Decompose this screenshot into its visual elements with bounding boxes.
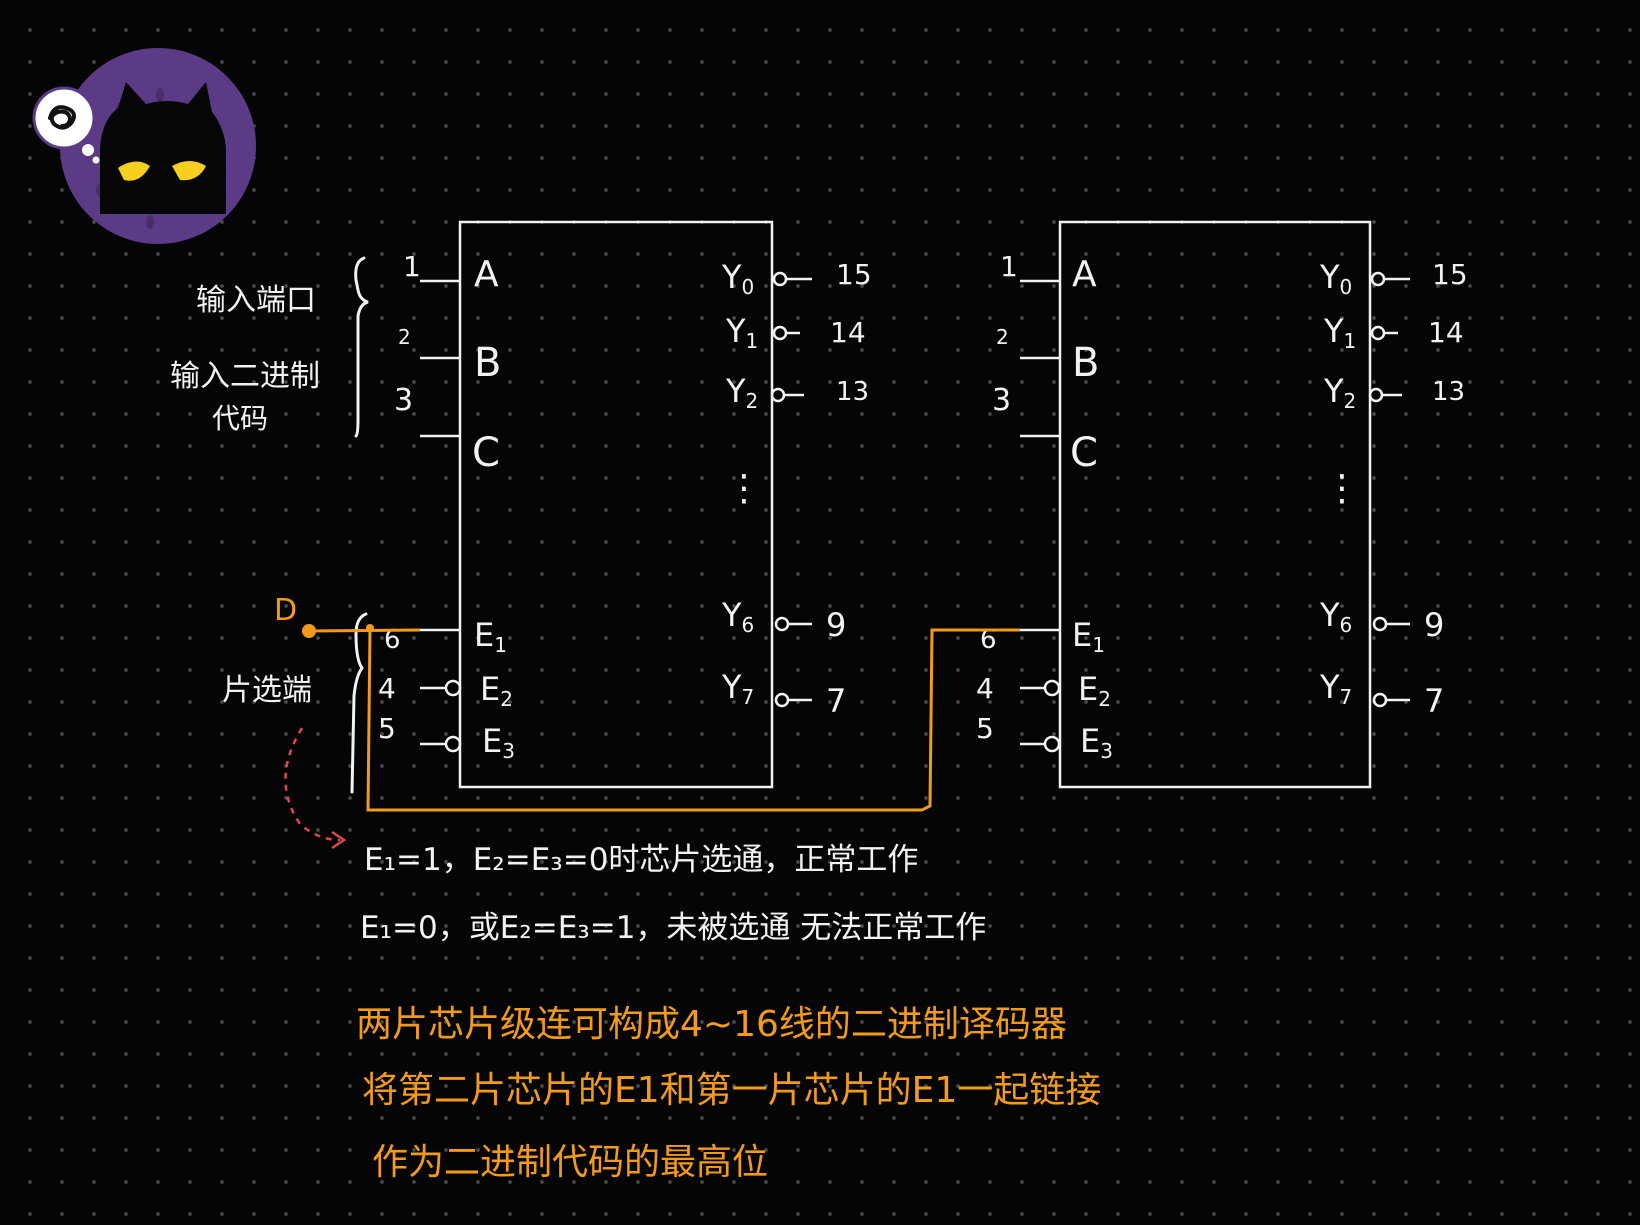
chip-2-out-y7: Y7	[1319, 668, 1352, 709]
chip-1-body	[458, 220, 774, 789]
summary-line-1: 两片芯片级连可构成4~16线的二进制译码器	[356, 1004, 1067, 1045]
chip-select-arrow	[284, 727, 341, 842]
decoder-chip-1: 1 2 3 A B C 6 4 5 E1 E2 E3 Y0 15 Y1 14 Y…	[378, 220, 872, 789]
chip-1-out-y2: Y2	[725, 372, 758, 413]
chip-2-pin-y1: 14	[1428, 316, 1464, 349]
chip-1-out-y7: Y7	[721, 668, 754, 709]
input-brace	[354, 256, 369, 438]
d-input-wire: D	[274, 593, 1020, 812]
input-binary-label-line2: 代码	[212, 402, 268, 435]
mascot	[32, 48, 256, 244]
chip-1-out-y1: Y1	[725, 312, 758, 353]
input-binary-label: 输入二进制	[170, 359, 320, 394]
enable-notes: E₁=1，E₂=E₃=0时芯片选通，正常工作 E₁=0，或E₂=E₃=1，未被选…	[360, 842, 986, 946]
chip-2-out-y2: Y2	[1323, 372, 1356, 413]
chip-1-label-c: C	[472, 430, 500, 476]
chip-2-label-a: A	[1072, 254, 1097, 295]
chip-1-outputs: Y0 15 Y1 14 Y2 13 ⋮ Y6 9 Y7 7	[721, 258, 872, 720]
chip-2-pin-y6: 9	[1424, 606, 1444, 644]
black-cat-icon	[100, 82, 226, 214]
chip-2-out-y0: Y0	[1319, 258, 1352, 299]
note-line-2: E₁=0，或E₂=E₃=1，未被选通 无法正常工作	[360, 910, 986, 946]
chip-2-pin-e1: 6	[980, 625, 997, 655]
chip-1-pin-e2: 4	[378, 672, 396, 705]
chip-2-pin-c: 3	[992, 383, 1011, 418]
chip-2-pin-a: 1	[1000, 250, 1018, 283]
chip-2-out-y6: Y6	[1319, 596, 1352, 637]
chip-select-label: 片选端	[222, 673, 312, 708]
cat-left-eye	[118, 161, 150, 181]
cat-right-eye	[172, 161, 206, 181]
summary-line-2: 将第二片芯片的E1和第一片芯片的E1一起链接	[362, 1070, 1101, 1111]
chip-1-pin-e1: 6	[384, 625, 401, 655]
summary-line-3: 作为二进制代码的最高位	[372, 1142, 768, 1183]
left-annotations: 输入端口 输入二进制 代码 片选端	[170, 256, 369, 850]
input-port-label: 输入端口	[196, 283, 316, 318]
chip-2-label-e1: E1	[1072, 616, 1105, 657]
chip-2-pin-e2: 4	[976, 672, 994, 705]
cascade-summary: 两片芯片级连可构成4~16线的二进制译码器 将第二片芯片的E1和第一片芯片的E1…	[356, 1004, 1101, 1183]
chip-1-pin-y6: 9	[826, 606, 846, 644]
chip-2-label-b: B	[1072, 340, 1099, 386]
chip-1-ellipsis: ⋮	[726, 468, 762, 509]
chip-1-label-b: B	[474, 340, 501, 386]
chip-1-label-e3: E3	[482, 722, 515, 763]
decoder-chip-2: 1 2 3 A B C 6 4 5 E1 E2 E3 Y0 15 Y1 14 Y…	[976, 220, 1468, 789]
chip-2-label-c: C	[1070, 430, 1098, 476]
chip-2-body	[1058, 220, 1372, 789]
chip-1-pin-y1: 14	[830, 316, 866, 349]
chip-1-pin-e3: 5	[378, 712, 396, 745]
scribble-thought-icon	[32, 86, 100, 164]
chip-1-pin-y2: 13	[836, 377, 869, 407]
chip-2-outputs: Y0 15 Y1 14 Y2 13 ⋮ Y6 9 Y7 7	[1319, 258, 1468, 720]
chip-2-pin-y7: 7	[1424, 682, 1444, 720]
chip-select-brace	[350, 612, 368, 794]
chip-1-out-y0: Y0	[721, 258, 754, 299]
chip-2-pin-e3: 5	[976, 712, 994, 745]
chip-2-label-e3: E3	[1080, 722, 1113, 763]
chip-1-pin-y7: 7	[826, 682, 846, 720]
chip-2-pin-b: 2	[996, 325, 1009, 349]
d-input-label: D	[274, 593, 297, 628]
note-line-1: E₁=1，E₂=E₃=0时芯片选通，正常工作	[364, 842, 918, 878]
chip-1-label-e1: E1	[474, 616, 507, 657]
chip-1-pin-b: 2	[398, 325, 411, 349]
chip-1-pin-a: 1	[403, 250, 421, 283]
chip-1-pin-y0: 15	[836, 258, 872, 291]
chip-1-label-e2: E2	[480, 670, 513, 711]
chip-1-label-a: A	[474, 254, 499, 295]
chip-1-out-y6: Y6	[721, 596, 754, 637]
chip-2-pin-y2: 13	[1432, 377, 1465, 407]
chip-2-label-e2: E2	[1078, 670, 1111, 711]
chip-2-pin-y0: 15	[1432, 258, 1468, 291]
chip-2-out-y1: Y1	[1323, 312, 1356, 353]
chip-1-pin-c: 3	[394, 383, 413, 418]
chip-2-ellipsis: ⋮	[1324, 468, 1360, 509]
